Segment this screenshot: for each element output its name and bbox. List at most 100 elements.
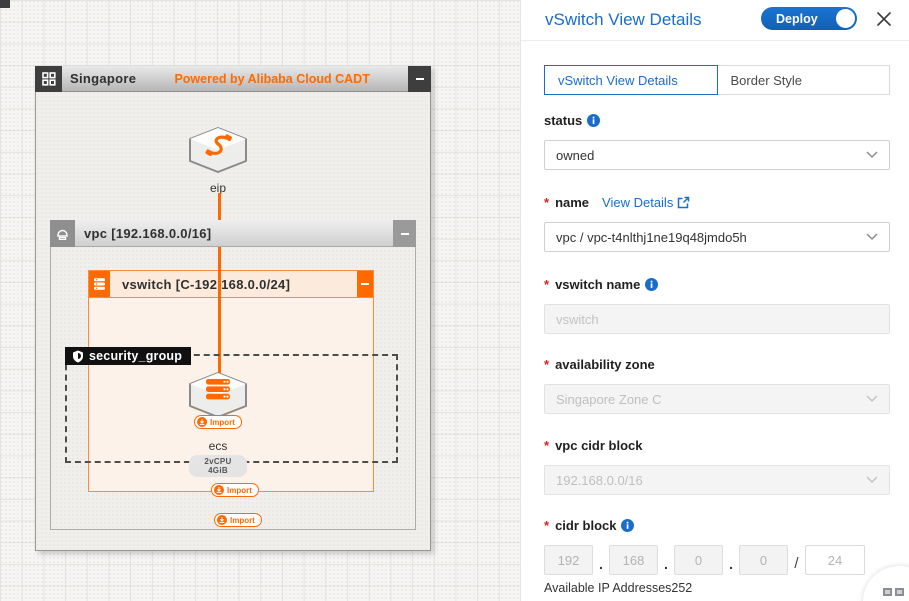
cidr-octet-2-input[interactable]	[609, 545, 658, 575]
vpc-header-bar: vpc [192.168.0.0/16]	[75, 220, 393, 247]
panel-title: vSwitch View Details	[545, 10, 702, 29]
view-details-link-text: View Details	[602, 195, 674, 210]
vpc-cidr-value: 192.168.0.0/16	[556, 472, 643, 488]
canvas-corner-marker	[0, 0, 10, 8]
region-header-bar: Singapore Powered by Alibaba Cloud CADT	[62, 66, 408, 92]
cidr-dot: .	[664, 556, 668, 572]
info-icon[interactable]	[587, 114, 601, 127]
eip-hexagon-icon	[189, 127, 247, 173]
diagram-canvas[interactable]: Singapore Powered by Alibaba Cloud CADT …	[0, 0, 520, 601]
field-label: vswitch name	[555, 277, 641, 292]
vswitch-title: vswitch [C-192.168.0.0/24]	[122, 276, 291, 292]
import-icon	[214, 485, 224, 495]
vpc-collapse-button[interactable]	[393, 220, 416, 247]
region-title: Singapore	[70, 71, 137, 86]
tab-border-style[interactable]: Border Style	[716, 65, 890, 95]
status-value: owned	[556, 147, 595, 163]
required-marker: *	[544, 195, 550, 210]
minus-icon	[400, 232, 409, 235]
required-marker: *	[544, 277, 550, 292]
import-icon	[197, 417, 208, 427]
availability-zone-value: Singapore Zone C	[556, 391, 662, 407]
field-vpc-cidr-label-row: * vpc cidr block	[544, 438, 890, 453]
cadt-watermark: Powered by Alibaba Cloud CADT	[174, 71, 370, 86]
cidr-octet-4-input[interactable]	[739, 545, 788, 575]
shield-icon	[73, 350, 83, 362]
region-collapse-button[interactable]	[408, 66, 431, 92]
cidr-input-row: . . . /	[544, 545, 890, 575]
cidr-prefix-input[interactable]	[805, 545, 865, 575]
node-ecs[interactable]: Import ecs 2vCPU 4GiB	[189, 372, 247, 478]
ecs-import-badge[interactable]: Import	[194, 415, 242, 429]
field-cidr-block: * cidr block . . . /	[544, 518, 890, 575]
field-availability-zone: * availability zone Singapore Zone C	[544, 357, 890, 414]
vswitch-collapse-button[interactable]	[357, 271, 373, 297]
required-marker: *	[544, 357, 550, 372]
deploy-toggle[interactable]: Deploy	[761, 7, 857, 30]
panel-tabs: vSwitch View Details Border Style	[544, 65, 890, 95]
field-cidr-label-row: * cidr block	[544, 518, 890, 533]
cidr-octet-1-input[interactable]	[544, 545, 593, 575]
field-status: status owned	[544, 113, 890, 170]
field-status-label-row: status	[544, 113, 890, 128]
ecs-label: ecs	[208, 439, 228, 453]
vpc-cidr-select[interactable]: 192.168.0.0/16	[544, 465, 890, 495]
import-badge-label: Import	[210, 417, 235, 427]
panel-header: vSwitch View Details Deploy	[521, 0, 909, 41]
minus-icon	[415, 78, 424, 80]
vpc-icon	[50, 220, 75, 247]
ecs-spec-badge: 2vCPU 4GiB	[189, 455, 247, 477]
import-icon	[217, 515, 227, 525]
minus-icon	[361, 283, 369, 285]
available-ip-text: Available IP Addresses252	[544, 581, 693, 595]
region-grid-icon	[35, 66, 62, 92]
name-value: vpc / vpc-t4nlthj1ne19q48jmdo5h	[556, 229, 747, 245]
field-label: cidr block	[555, 518, 617, 533]
vswitch-import-badge[interactable]: Import	[211, 483, 259, 497]
vpc-header[interactable]: vpc [192.168.0.0/16]	[50, 220, 416, 247]
field-vswitch-name-label-row: * vswitch name	[544, 277, 890, 292]
import-badge-label: Import	[230, 515, 255, 525]
security-group-label: security_group	[89, 349, 183, 363]
connection-line-eip-ecs	[218, 193, 221, 385]
minimap-icon	[883, 588, 904, 596]
info-icon[interactable]	[645, 278, 659, 291]
field-label: availability zone	[555, 357, 655, 372]
vpc-title: vpc [192.168.0.0/16]	[84, 225, 212, 241]
chevron-down-icon	[866, 233, 878, 241]
cidr-slash: /	[794, 555, 799, 572]
cidr-dot: .	[729, 556, 733, 572]
external-link-icon	[678, 196, 690, 209]
field-name: * name View Details vpc / vpc-t4nlthj1ne…	[544, 195, 890, 252]
vswitch-header-bar: vswitch [C-192.168.0.0/24]	[110, 271, 357, 297]
field-vpc-cidr-block: * vpc cidr block 192.168.0.0/16	[544, 438, 890, 495]
availability-zone-select[interactable]: Singapore Zone C	[544, 384, 890, 414]
cidr-octet-3-input[interactable]	[674, 545, 723, 575]
chevron-down-icon	[866, 395, 878, 403]
node-eip[interactable]: eip	[189, 127, 247, 195]
chevron-down-icon	[866, 476, 878, 484]
field-availability-zone-label-row: * availability zone	[544, 357, 890, 372]
field-vswitch-name: * vswitch name	[544, 277, 890, 334]
chevron-down-icon	[866, 151, 878, 159]
info-icon[interactable]	[621, 519, 635, 532]
vpc-import-badge[interactable]: Import	[214, 513, 262, 527]
field-name-label-row: * name View Details	[544, 195, 890, 210]
close-icon[interactable]	[874, 10, 894, 30]
tab-vswitch-view-details[interactable]: vSwitch View Details	[544, 65, 718, 95]
region-header[interactable]: Singapore Powered by Alibaba Cloud CADT	[35, 66, 431, 92]
field-label: status	[544, 113, 583, 128]
view-details-link[interactable]: View Details	[602, 195, 690, 210]
eip-label: eip	[209, 181, 226, 195]
details-panel: vSwitch View Details Deploy vSwitch View…	[520, 0, 909, 601]
field-label: vpc cidr block	[555, 438, 643, 453]
required-marker: *	[544, 518, 550, 533]
name-select[interactable]: vpc / vpc-t4nlthj1ne19q48jmdo5h	[544, 222, 890, 252]
status-select[interactable]: owned	[544, 140, 890, 170]
vswitch-header[interactable]: vswitch [C-192.168.0.0/24]	[88, 270, 374, 298]
security-group-label-box[interactable]: security_group	[65, 347, 192, 365]
cidr-dot: .	[599, 556, 603, 572]
toggle-knob	[836, 9, 855, 28]
vswitch-name-input[interactable]	[544, 304, 890, 334]
field-label: name	[555, 195, 590, 210]
